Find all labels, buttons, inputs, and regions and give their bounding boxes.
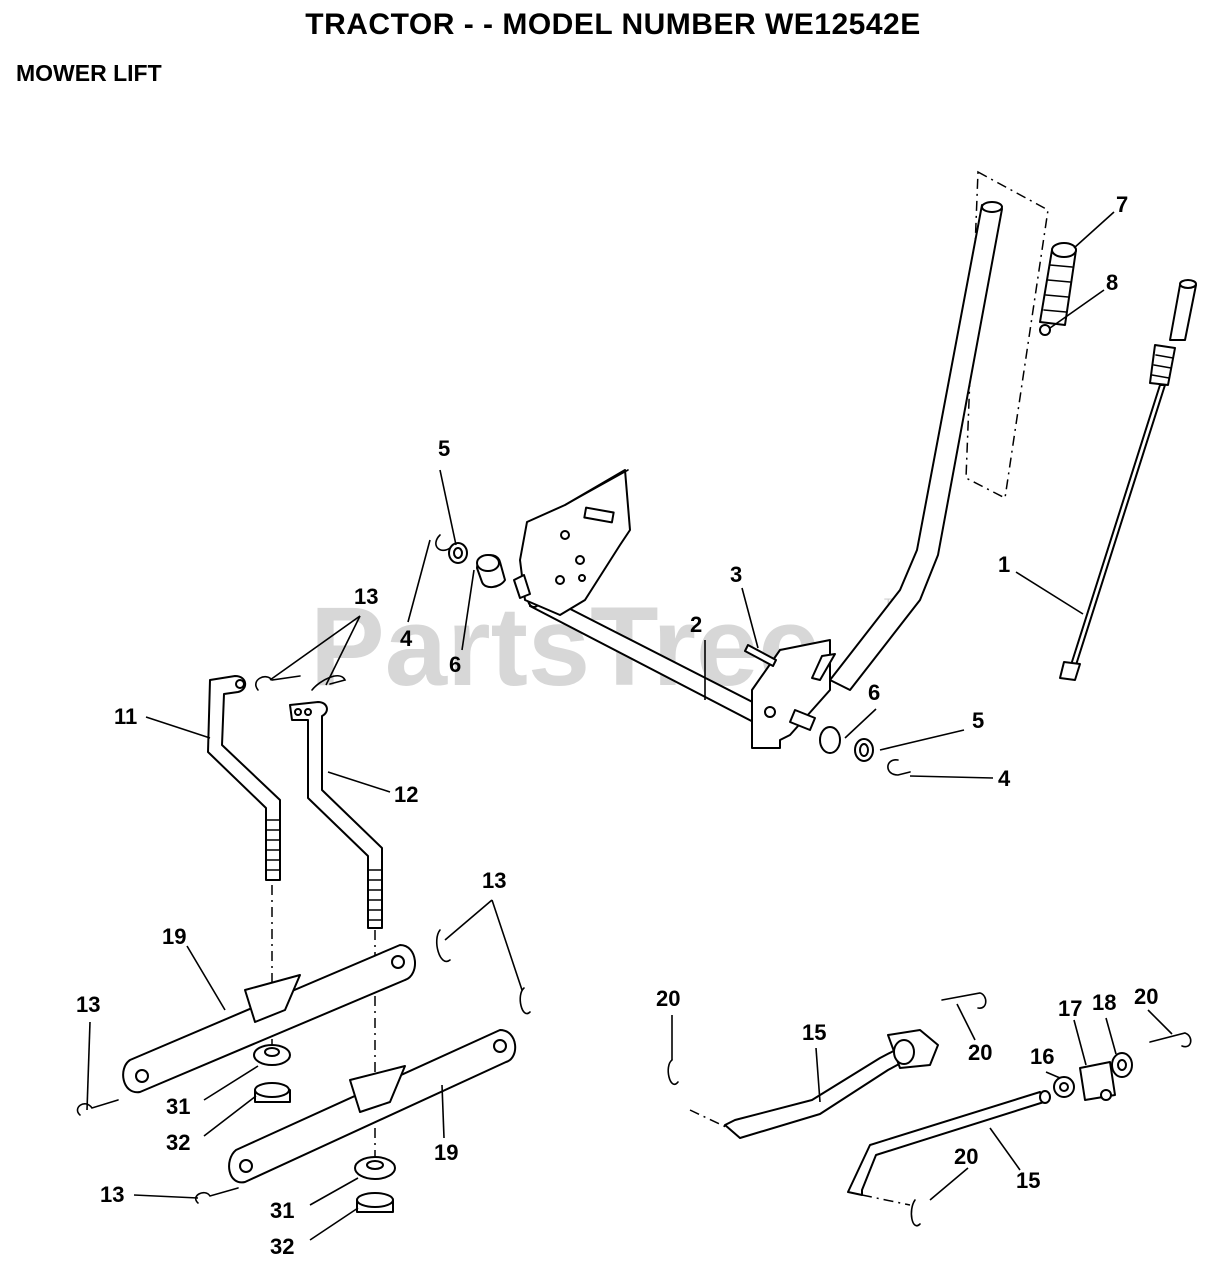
- callout-3: 3: [730, 562, 742, 587]
- callout-20-right: 20: [1134, 984, 1158, 1009]
- callout-13-right: 13: [482, 868, 506, 893]
- lower-rod-15: [847, 1090, 1051, 1206]
- lower-lift-arm: [228, 1029, 516, 1184]
- rod-fittings: [1053, 1052, 1133, 1101]
- callout-15-upper: 15: [802, 1020, 826, 1045]
- callout-20-upper: 20: [968, 1040, 992, 1065]
- callout-5-left: 5: [438, 436, 450, 461]
- callout-19-upper: 19: [162, 924, 186, 949]
- lift-rod: [1059, 279, 1197, 681]
- callout-7: 7: [1116, 192, 1128, 217]
- callout-32-lower: 32: [270, 1234, 294, 1259]
- upper-rod-15: [689, 1029, 939, 1139]
- callout-12: 12: [394, 782, 418, 807]
- leader-lines: [86, 211, 1173, 1241]
- section-title: MOWER LIFT: [16, 60, 162, 86]
- lower-spacer-nut: [354, 1156, 396, 1213]
- callout-16: 16: [1030, 1044, 1054, 1069]
- hairpin-clips-13: [76, 675, 531, 1204]
- callout-13-left: 13: [76, 992, 100, 1017]
- callout-1: 1: [998, 552, 1010, 577]
- callout-4-right: 4: [998, 766, 1011, 791]
- callout-31-upper: 31: [166, 1094, 190, 1119]
- left-lift-link: [207, 675, 281, 881]
- right-lift-link: [289, 701, 383, 929]
- left-bushing-assembly: [435, 534, 531, 599]
- callout-5-right: 5: [972, 708, 984, 733]
- lift-handle-lever: [751, 201, 1003, 749]
- upper-spacer-nut: [253, 1044, 291, 1103]
- callout-17: 17: [1058, 996, 1082, 1021]
- callout-8: 8: [1106, 270, 1118, 295]
- callout-20-left: 20: [656, 986, 680, 1011]
- callout-32-upper: 32: [166, 1130, 190, 1155]
- callout-13-bottom: 13: [100, 1182, 124, 1207]
- right-bushing-assembly: [789, 709, 911, 776]
- callout-19-lower: 19: [434, 1140, 458, 1165]
- side-bracket-plate: [519, 469, 631, 616]
- callout-11: 11: [114, 704, 137, 729]
- callout-18: 18: [1092, 990, 1116, 1015]
- page-title: TRACTOR - - MODEL NUMBER WE12542E: [305, 8, 921, 41]
- upper-lift-arm: [122, 944, 416, 1094]
- callout-31-lower: 31: [270, 1198, 294, 1223]
- handle-grip: [1039, 242, 1077, 336]
- grip-phantom-outline: [965, 170, 1049, 500]
- key: [744, 644, 777, 667]
- hairpin-clips-20: [667, 992, 1192, 1227]
- callout-2: 2: [690, 612, 702, 637]
- callout-13-top: 13: [354, 584, 378, 609]
- callout-15-lower: 15: [1016, 1168, 1040, 1193]
- callout-6-right: 6: [868, 680, 880, 705]
- callout-6-left: 6: [449, 652, 461, 677]
- callout-4-left: 4: [400, 626, 413, 651]
- callout-20-lower: 20: [954, 1144, 978, 1169]
